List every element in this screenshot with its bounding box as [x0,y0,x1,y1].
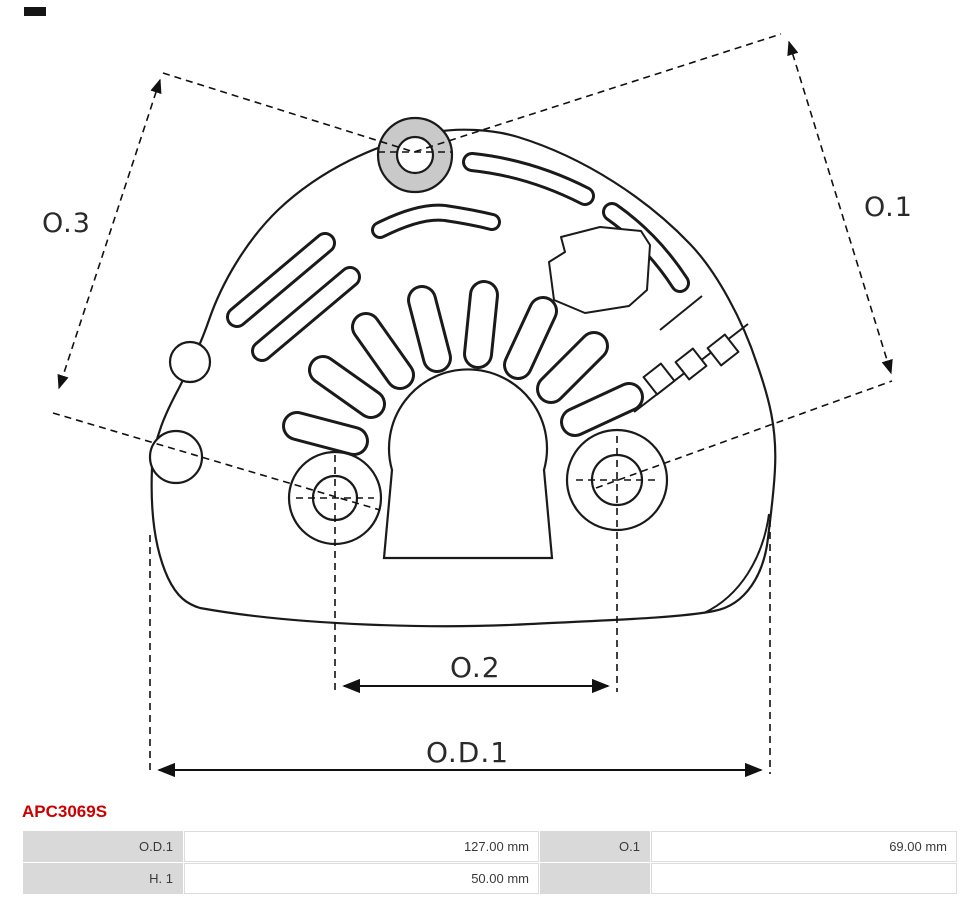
spec-dim-value: 127.00 mm [184,831,539,862]
spec-dim-value: 69.00 mm [651,831,957,862]
left-edge-hole [148,429,204,485]
right-centerline [595,380,893,489]
dim-line-o3 [57,78,162,390]
top-boss-inner [395,135,435,175]
part-cutouts [548,226,740,396]
left-centerline [52,412,381,511]
spec-section: APC3069S O.D.1 127.00 mm O.1 69.00 mm H.… [0,802,980,895]
square-window-3 [706,333,740,367]
square-window-2 [674,347,708,381]
spec-table-row: O.D.1 127.00 mm O.1 69.00 mm [23,831,957,862]
square-window-1 [642,362,676,396]
label-o2: O.2 [450,651,501,684]
part-slots [226,152,690,456]
top-centerline [162,33,782,153]
spec-dim-value [651,863,957,894]
spec-dim-label: H. 1 [23,863,183,894]
spec-dim-label: O.D.1 [23,831,183,862]
label-o3: O.3 [42,208,91,239]
page-corner-mark [24,7,46,16]
spec-dim-label [540,863,650,894]
part-number: APC3069S [22,802,108,821]
spec-dim-label: O.1 [540,831,650,862]
spec-dim-value: 50.00 mm [184,863,539,894]
label-od1: O.D.1 [426,736,509,769]
dimension-lines [57,40,893,778]
dim-line-o1 [787,40,893,375]
left-hole [168,340,212,384]
label-o1: O.1 [864,192,913,223]
dimension-labels: O.3 O.1 O.2 O.D.1 [42,192,913,769]
central-arch-opening [382,368,554,560]
technical-drawing: O.3 O.1 O.2 O.D.1 [42,33,913,778]
spec-table-row: H. 1 50.00 mm [23,863,957,894]
spec-table: O.D.1 127.00 mm O.1 69.00 mm H. 1 50.00 … [22,830,958,895]
construction-lines [52,33,893,774]
fan-slots-inner [285,283,641,453]
